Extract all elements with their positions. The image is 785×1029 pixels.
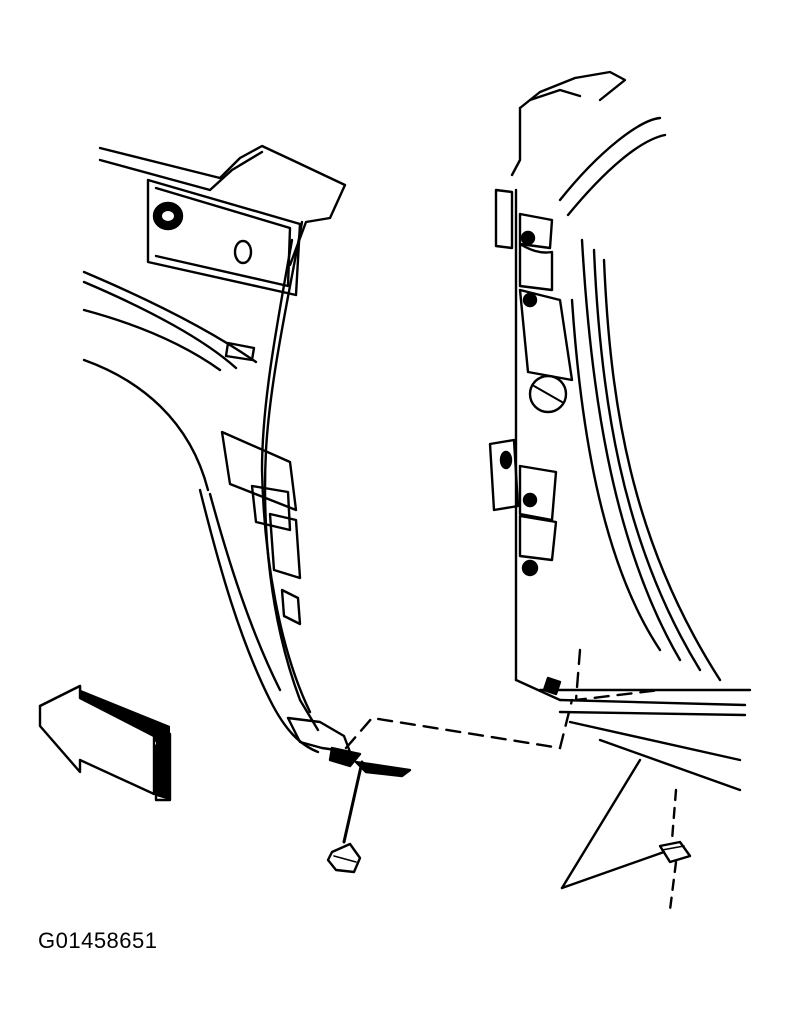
clip-nut bbox=[658, 788, 692, 912]
figure-id-label: G01458651 bbox=[38, 928, 158, 953]
body-pillar bbox=[488, 70, 752, 792]
front-arrow-icon bbox=[38, 684, 172, 802]
fender-panel bbox=[82, 144, 412, 778]
bolt bbox=[326, 760, 364, 874]
callout-leader bbox=[560, 758, 666, 890]
alignment-line bbox=[344, 648, 662, 750]
